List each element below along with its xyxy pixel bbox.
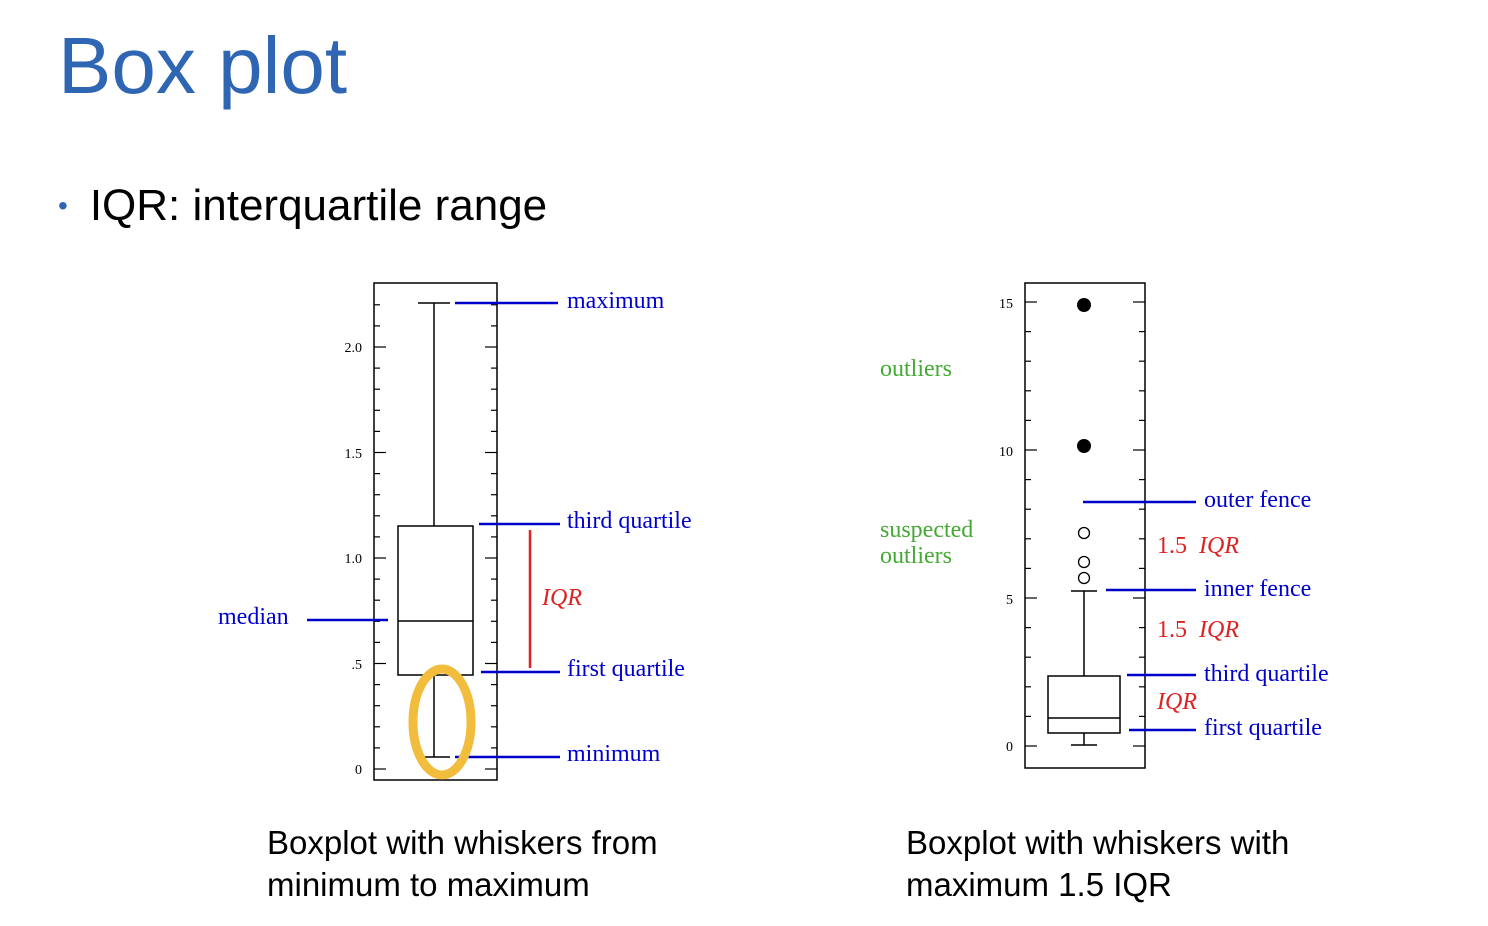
label-outliers: outliers <box>880 356 952 382</box>
left-caption-line-1: Boxplot with whiskers from <box>267 824 658 861</box>
label-inner-fence: inner fence <box>1204 576 1311 602</box>
right-caption-line-1: Boxplot with whiskers with <box>906 824 1290 861</box>
left-tick-labels: 0 .5 1.0 1.5 2.0 <box>345 341 363 778</box>
left-label-iqr: IQR <box>541 585 582 611</box>
right-tick-label-0: 0 <box>1006 740 1013 755</box>
left-plot-frame <box>373 282 498 781</box>
label-suspected-outliers: outliers <box>880 543 952 569</box>
right-label-first-quartile: first quartile <box>1204 715 1322 741</box>
left-tick-label-2.0: 2.0 <box>345 341 363 356</box>
label-iqr-lower: IQR <box>1198 617 1239 643</box>
left-box <box>397 525 474 676</box>
right-tick-label-15: 15 <box>999 297 1013 312</box>
suspected-outlier-point <box>1077 571 1091 585</box>
left-minor-ticks <box>374 304 497 770</box>
outlier-point <box>1077 298 1091 312</box>
left-caption-line-2: minimum to maximum <box>267 866 590 903</box>
right-label-third-quartile: third quartile <box>1204 661 1329 687</box>
left-label-first-quartile: first quartile <box>567 656 685 682</box>
label-iqr-lower-num: 1.5 <box>1157 617 1187 643</box>
right-caption-line-2: maximum 1.5 IQR <box>906 866 1172 903</box>
left-caption: Boxplot with whiskers from minimum to ma… <box>267 822 658 906</box>
left-boxplot: 0 .5 1.0 1.5 2.0 maximum third quartile … <box>218 282 692 781</box>
slide-title: Box plot <box>58 21 348 110</box>
label-iqr-upper: IQR <box>1198 533 1239 559</box>
left-label-median: median <box>218 604 289 630</box>
right-boxplot: 0 5 10 15 outliers suspected outliers ou… <box>880 282 1329 769</box>
right-tick-labels: 0 5 10 15 <box>999 297 1013 755</box>
left-label-third-quartile: third quartile <box>567 508 692 534</box>
suspected-outlier-point <box>1077 526 1091 540</box>
right-tick-label-10: 10 <box>999 445 1013 460</box>
bullet-item: • IQR: interquartile range <box>58 181 548 230</box>
right-plot-frame <box>1024 282 1146 769</box>
left-label-minimum: minimum <box>567 741 661 767</box>
right-caption: Boxplot with whiskers with maximum 1.5 I… <box>906 822 1289 906</box>
label-iqr-upper-num: 1.5 <box>1157 533 1187 559</box>
right-minor-ticks <box>1025 301 1145 747</box>
bullet-dot-icon: • <box>58 189 68 221</box>
outlier-point <box>1077 439 1091 453</box>
bullet-text: IQR: interquartile range <box>89 181 548 230</box>
label-outer-fence: outer fence <box>1204 487 1311 513</box>
highlight-circle <box>408 664 476 780</box>
suspected-outlier-point <box>1077 555 1091 569</box>
label-suspected: suspected <box>880 517 973 543</box>
left-tick-label-1.0: 1.0 <box>345 552 363 567</box>
left-label-maximum: maximum <box>567 288 665 314</box>
right-box <box>1047 675 1121 734</box>
right-tick-label-5: 5 <box>1006 593 1013 608</box>
right-label-iqr: IQR <box>1156 689 1197 715</box>
left-tick-label-1.5: 1.5 <box>345 447 363 462</box>
left-tick-label-0: 0 <box>355 763 362 778</box>
left-tick-label-0.5: .5 <box>352 658 363 673</box>
